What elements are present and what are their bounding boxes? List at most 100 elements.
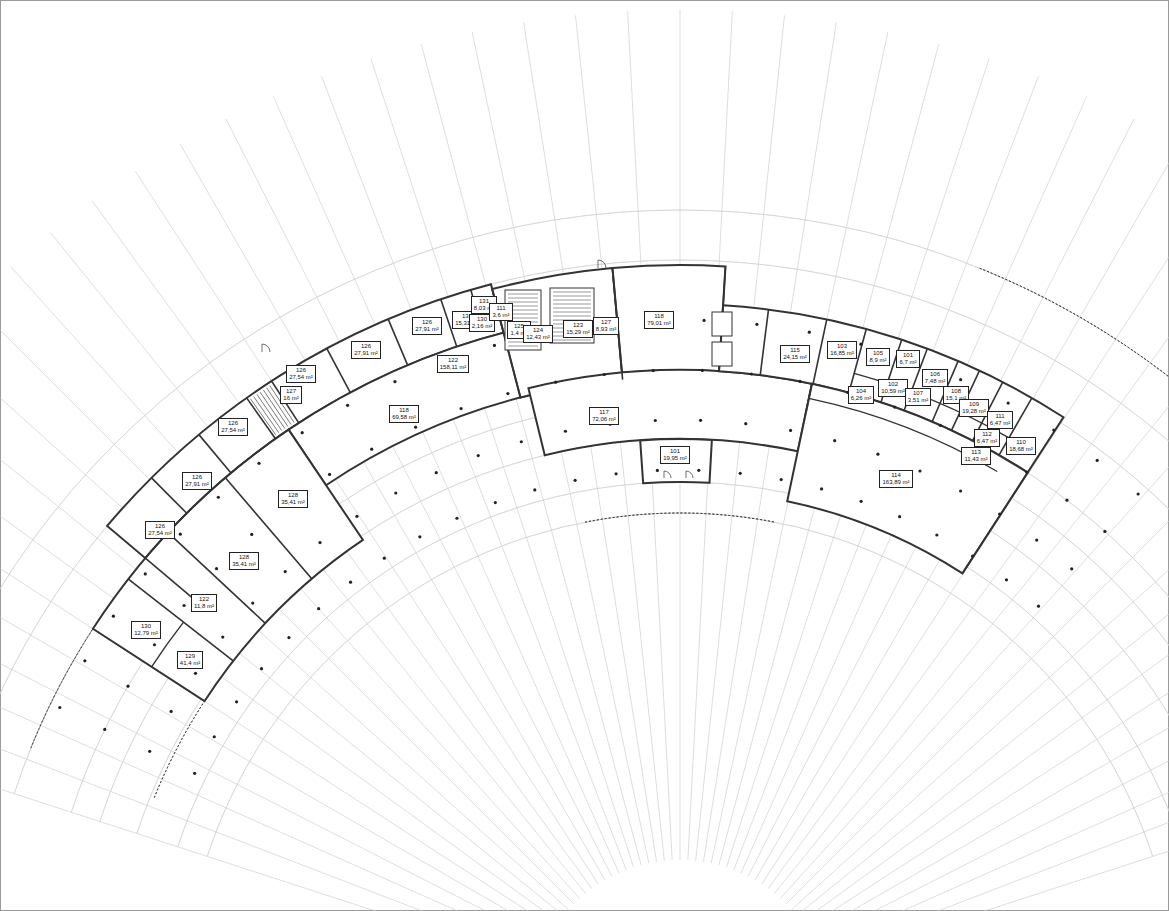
room-tag: 10119,95 m² (660, 446, 690, 463)
dashed-arc (31, 629, 93, 748)
room-tag: 12835,41 m² (278, 490, 308, 507)
column-dot (935, 533, 938, 536)
column-dot (564, 430, 567, 433)
stair-tread (508, 294, 538, 295)
room-tag: 1016,7 m² (896, 350, 919, 367)
column-dot (260, 667, 263, 670)
room-area: 41,4 m² (180, 660, 200, 667)
column-dot (1035, 538, 1038, 541)
column-dot (250, 533, 253, 536)
room-number: 101 (899, 352, 916, 359)
grid-line (0, 303, 574, 904)
floor-fill (149, 434, 322, 598)
column-dot (235, 700, 238, 703)
column-dot (370, 448, 373, 451)
room-number: 126 (185, 474, 209, 481)
dashed-arc (980, 268, 1169, 474)
room-area: 8,9 m² (869, 357, 886, 364)
inner-walls (145, 306, 1009, 667)
grid-line (51, 233, 586, 894)
stair-tread (553, 292, 591, 293)
partition-wall (168, 533, 265, 624)
grid-line (762, 171, 1169, 884)
room-number: 127 (283, 388, 298, 395)
stair-tread (553, 304, 591, 305)
room-tag: 12315,29 m² (563, 320, 593, 337)
column-dot (112, 615, 115, 618)
door-swing (598, 260, 606, 268)
room-area: 8,93 m² (596, 326, 616, 333)
column-dot (744, 422, 747, 425)
column-dot (898, 515, 901, 518)
column-dot (1065, 499, 1068, 502)
room-tag: 12716 m² (280, 386, 301, 403)
column-dot (859, 343, 862, 346)
column-dot (349, 581, 352, 584)
room-area: 6,47 m² (977, 438, 997, 445)
column-dot (533, 488, 536, 491)
column-dot (170, 710, 173, 713)
column-dot (755, 323, 758, 326)
room-number: 102 (881, 381, 905, 388)
wall-outline (289, 330, 531, 485)
room-number: 104 (851, 388, 871, 395)
grid-arc (0, 260, 1169, 778)
room-tag: 1058,9 m² (866, 348, 889, 365)
room-number: 101 (663, 448, 687, 455)
room-tag: 11311,43 m² (961, 447, 990, 464)
room-tag: 114163,89 m² (879, 470, 912, 487)
room-area: 18,68 m² (1009, 446, 1033, 453)
room-tag: 1113,6 m² (489, 303, 512, 320)
column-dot (414, 426, 417, 429)
room-tag: 1116,47 m² (987, 411, 1013, 428)
column-dot (1052, 428, 1055, 431)
room-number: 113 (964, 449, 987, 456)
grid-line (0, 701, 537, 911)
door-swing (664, 471, 671, 478)
partition-wall (849, 329, 866, 393)
room-number: 111 (990, 413, 1010, 420)
column-dot (697, 469, 700, 472)
room-area: 27,54 m² (289, 374, 313, 381)
room-number: 110 (1009, 439, 1033, 446)
elevator-shaft (712, 342, 732, 366)
room-tag: 12627,54 m² (286, 365, 316, 382)
partition-wall (128, 579, 233, 661)
partition-wall (247, 398, 276, 439)
column-dot (221, 636, 224, 639)
room-number: 114 (882, 472, 909, 479)
wall-outline (787, 384, 1027, 574)
grid-line (0, 381, 563, 911)
room-number: 124 (526, 327, 550, 334)
column-dot (750, 372, 753, 375)
column-dot (418, 535, 421, 538)
column-dot (318, 541, 321, 544)
column-dot (460, 407, 463, 410)
room-area: 16 m² (283, 395, 298, 402)
room-tag: 1046,26 m² (848, 386, 874, 403)
column-dot (699, 419, 702, 422)
grid-line (322, 76, 627, 870)
wall-outline (93, 430, 363, 702)
room-area: 11,43 m² (964, 456, 987, 463)
room-area: 2,16 m² (472, 323, 492, 330)
column-dot (1103, 530, 1106, 533)
column-dot (494, 501, 497, 504)
room-tag: 10316,85 m² (827, 341, 857, 358)
column-dot (194, 672, 197, 675)
room-tag: 11018,68 m² (1006, 437, 1036, 454)
column-dot (287, 636, 290, 639)
room-number: 118 (392, 407, 416, 414)
grid-line (92, 201, 592, 889)
room-number: 111 (492, 305, 509, 312)
column-dot (126, 685, 129, 688)
column-dot (393, 380, 396, 383)
room-number: 126 (221, 420, 245, 427)
column-dot (1025, 470, 1028, 473)
room-area: 6,7 m² (899, 359, 916, 366)
grid-line (0, 603, 543, 911)
room-number: 127 (596, 319, 616, 326)
column-dot (83, 659, 86, 662)
column-dot (251, 602, 254, 605)
room-number: 103 (830, 343, 854, 350)
